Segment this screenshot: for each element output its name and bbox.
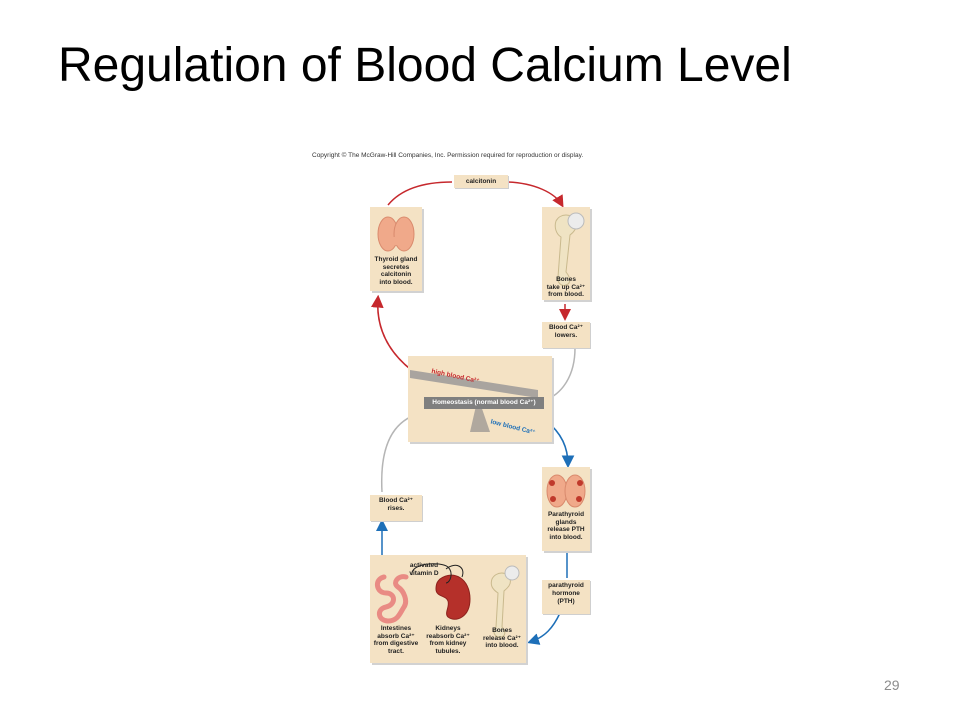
parathyroid-box (542, 467, 590, 551)
pth-tag: parathyroid hormone (PTH) (542, 580, 590, 614)
thyroid-gland-icon (377, 216, 415, 252)
bones-uptake-box (542, 207, 590, 300)
bones-release-label: Bones release Ca²⁺ into blood. (482, 627, 522, 650)
copyright-notice: Copyright © The McGraw-Hill Companies, I… (312, 152, 584, 159)
kidney-icon (435, 574, 471, 620)
slide-number: 29 (884, 677, 900, 693)
arrow-thyroid-to-calcitonin (387, 181, 453, 206)
arrow-blood-rises-to-homeostasis (380, 414, 416, 493)
intestines-label: Intestines absorb Ca²⁺ from digestive tr… (373, 625, 419, 655)
calcitonin-tag: calcitonin (454, 175, 508, 188)
kidneys-label: Kidneys reabsorb Ca²⁺ from kidney tubule… (426, 625, 470, 655)
thyroid-label: Thyroid gland secretes calcitonin into b… (374, 256, 418, 286)
balance-seesaw-icon (410, 370, 538, 432)
arrow-calcitonin-to-bones (506, 181, 564, 208)
blood-rises-tag: Blood Ca²⁺ rises. (370, 495, 422, 521)
intestines-icon (375, 574, 409, 624)
organs-panel (370, 555, 526, 663)
bones-take-up-label: Bones take up Ca²⁺ from blood. (546, 276, 586, 299)
blood-lowers-tag: Blood Ca²⁺ lowers. (542, 322, 590, 348)
slide-title: Regulation of Blood Calcium Level (58, 39, 792, 92)
bone-release-icon (490, 565, 520, 638)
homeostasis-bar: Homeostasis (normal blood Ca²⁺) (424, 397, 544, 409)
parathyroid-label: Parathyroid glands release PTH into bloo… (547, 511, 585, 541)
organs-icons (375, 563, 520, 638)
activated-vitamin-d-label: activated vitamin D (409, 562, 439, 577)
thyroid-box (370, 207, 422, 291)
femur-bone-icon (554, 212, 585, 286)
arrow-pth-to-organs (527, 612, 561, 645)
parathyroid-glands-icon (546, 474, 586, 508)
